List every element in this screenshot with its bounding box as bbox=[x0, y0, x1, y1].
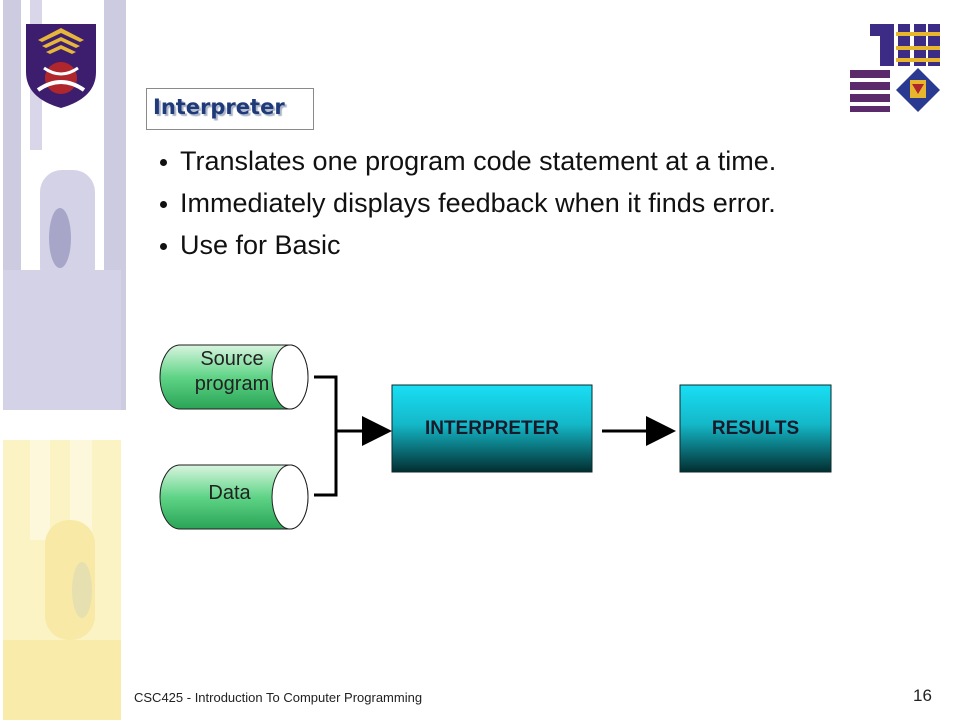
source-program-label: Source program bbox=[172, 347, 292, 397]
source-label-line1: Source bbox=[200, 348, 264, 370]
footer-course-text: CSC425 - Introduction To Computer Progra… bbox=[134, 690, 423, 705]
bullet-dot-icon bbox=[160, 201, 167, 208]
results-box bbox=[679, 384, 832, 473]
diagram-shapes bbox=[159, 344, 832, 530]
university-crest-icon bbox=[26, 24, 96, 108]
bullet-item: Immediately displays feedback when it fi… bbox=[158, 182, 776, 224]
bullet-list: Translates one program code statement at… bbox=[158, 140, 776, 266]
faculty-logo-icon bbox=[850, 24, 940, 112]
interpreter-label: INTERPRETER bbox=[424, 418, 560, 439]
data-label: Data bbox=[208, 482, 251, 504]
source-label-line2: program bbox=[194, 373, 270, 395]
merge-connector bbox=[314, 375, 392, 497]
slide-title-box: Interpreter bbox=[146, 88, 314, 130]
bullet-text: Immediately displays feedback when it fi… bbox=[180, 188, 776, 218]
page-number: 16 bbox=[913, 686, 932, 705]
slide-title: Interpreter bbox=[153, 95, 285, 119]
bullet-dot-icon bbox=[160, 159, 167, 166]
data-node bbox=[159, 464, 309, 530]
bullet-text: Translates one program code statement at… bbox=[180, 146, 777, 176]
bullet-dot-icon bbox=[160, 243, 167, 250]
bullet-item: Translates one program code statement at… bbox=[158, 140, 776, 182]
bullet-text: Use for Basic bbox=[180, 230, 341, 260]
interpreter-box bbox=[391, 384, 593, 473]
source-program-node bbox=[159, 344, 309, 410]
interpreter-flow-diagram: Source program Data INTERPRETER RESULTS bbox=[150, 335, 850, 545]
bullet-item: Use for Basic bbox=[158, 224, 776, 266]
results-label: RESULTS bbox=[711, 418, 800, 439]
